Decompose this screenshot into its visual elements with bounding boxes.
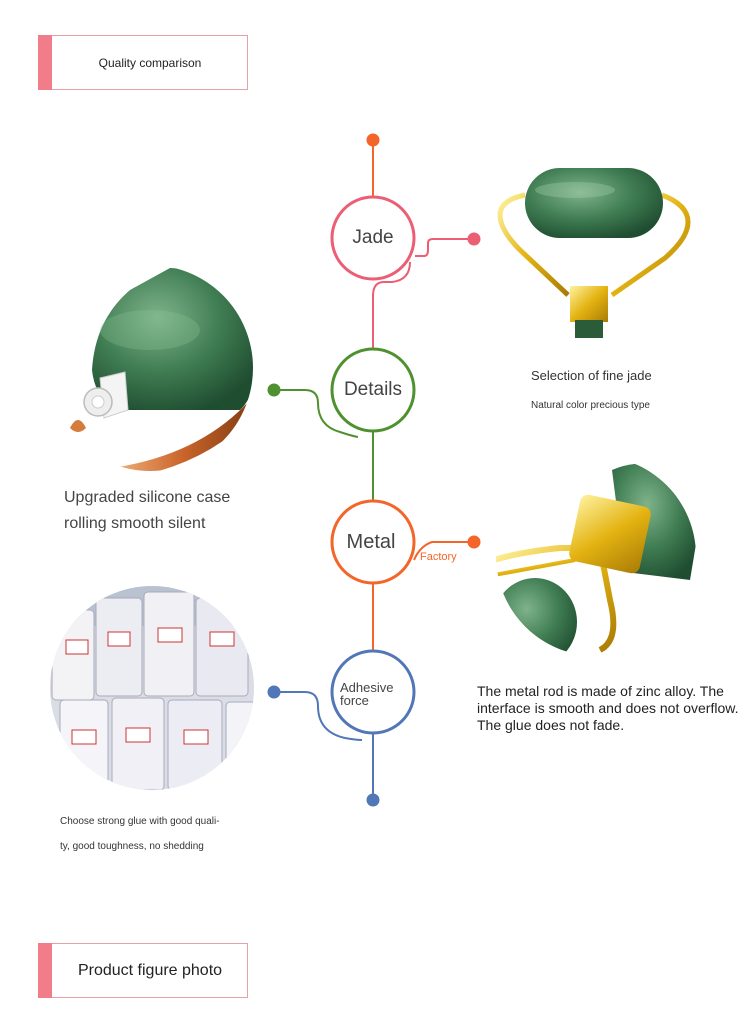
dot-blue-left: [267, 685, 281, 699]
silicone-case-image: [47, 265, 253, 471]
header-title: Quality comparison: [98, 55, 202, 70]
dot-green-left: [267, 383, 281, 397]
details-node-circle: [330, 347, 416, 433]
connector-adhesive-left: [274, 691, 363, 741]
header-accent-bar: [38, 35, 52, 90]
adhesive-node-label: Adhesive force: [340, 680, 394, 708]
connector-jade-right: [415, 238, 474, 257]
glue-caption-line1: Choose strong glue with good quali-: [60, 816, 220, 827]
adhesive-node-circle: [330, 649, 416, 735]
details-caption-line2: rolling smooth silent: [64, 515, 206, 532]
metal-node-circle: [330, 499, 416, 585]
dot-blue-bottom: [366, 793, 380, 807]
jade-caption-sub: Natural color precious type: [531, 400, 650, 411]
dot-pink-right: [467, 232, 481, 246]
jade-caption-title: Selection of fine jade: [531, 368, 652, 383]
jade-node-label: Jade: [352, 227, 394, 248]
section-header-product-photo: Product figure photo: [38, 943, 248, 998]
details-caption-line1: Upgraded silicone case: [64, 489, 231, 506]
glue-buckets-image: [50, 586, 254, 790]
metal-caption: The metal rod is made of zinc alloy. The…: [477, 683, 739, 733]
header-accent-bar: [38, 943, 52, 998]
section-header-quality: Quality comparison: [38, 35, 248, 90]
factory-label: Factory: [420, 551, 457, 563]
jade-node-circle: [330, 195, 416, 281]
header-title: Product figure photo: [77, 961, 223, 979]
connector-metal-right: [413, 541, 474, 561]
glue-caption-line2: ty, good toughness, no shedding: [60, 841, 204, 852]
roller-closeup-image: [496, 456, 696, 656]
dot-orange-top: [366, 133, 380, 147]
dot-orange-right: [467, 535, 481, 549]
metal-node-label: Metal: [346, 530, 396, 553]
connector-jade-down: [372, 261, 411, 348]
jade-roller-image: [497, 168, 691, 338]
connector-details-left: [274, 389, 359, 438]
details-node-label: Details: [343, 379, 403, 400]
